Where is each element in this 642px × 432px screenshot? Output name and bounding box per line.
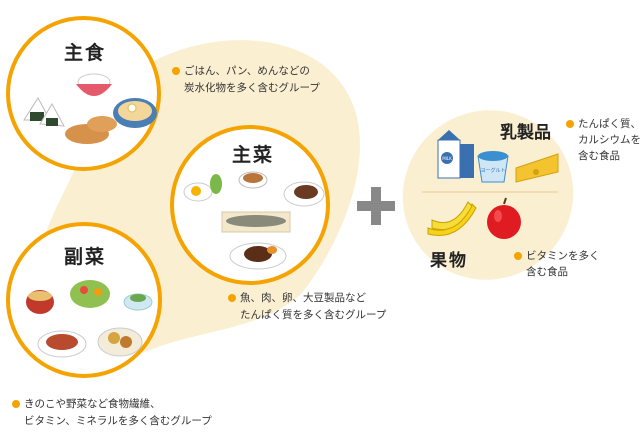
bullet-dot: [566, 120, 574, 128]
dairy-description: たんぱく質、 カルシウムを 含む食品: [566, 116, 641, 164]
fruit-illustration: [424, 198, 534, 248]
fruit-title: 果物: [430, 246, 468, 271]
svg-text:MILK: MILK: [442, 156, 452, 161]
bullet-dot: [172, 67, 180, 75]
bullet-dot: [12, 400, 20, 408]
fruit-description: ビタミンを多く 含む食品: [514, 248, 600, 280]
dairy-illustration: MILK ヨーグルト: [436, 128, 566, 188]
fukusai-title: 副菜: [64, 242, 106, 269]
bullet-dot: [514, 252, 522, 260]
fukusai-description: きのこや野菜など食物繊維、 ビタミン、ミネラルを多く含むグループ: [12, 396, 212, 430]
shusai-title: 主菜: [232, 140, 274, 167]
shushoku-title: 主食: [64, 38, 106, 65]
plus-icon: [357, 187, 395, 225]
bullet-dot: [228, 294, 236, 302]
shushoku-food-illustration: [12, 68, 162, 158]
shushoku-description: ごはん、パン、めんなどの 炭水化物を多く含むグループ: [172, 63, 320, 97]
svg-text:ヨーグルト: ヨーグルト: [480, 167, 505, 174]
shusai-food-illustration: [176, 168, 326, 278]
fukusai-food-illustration: [12, 274, 162, 374]
shusai-description: 魚、肉、卵、大豆製品など たんぱく質を多く含むグループ: [228, 290, 386, 324]
